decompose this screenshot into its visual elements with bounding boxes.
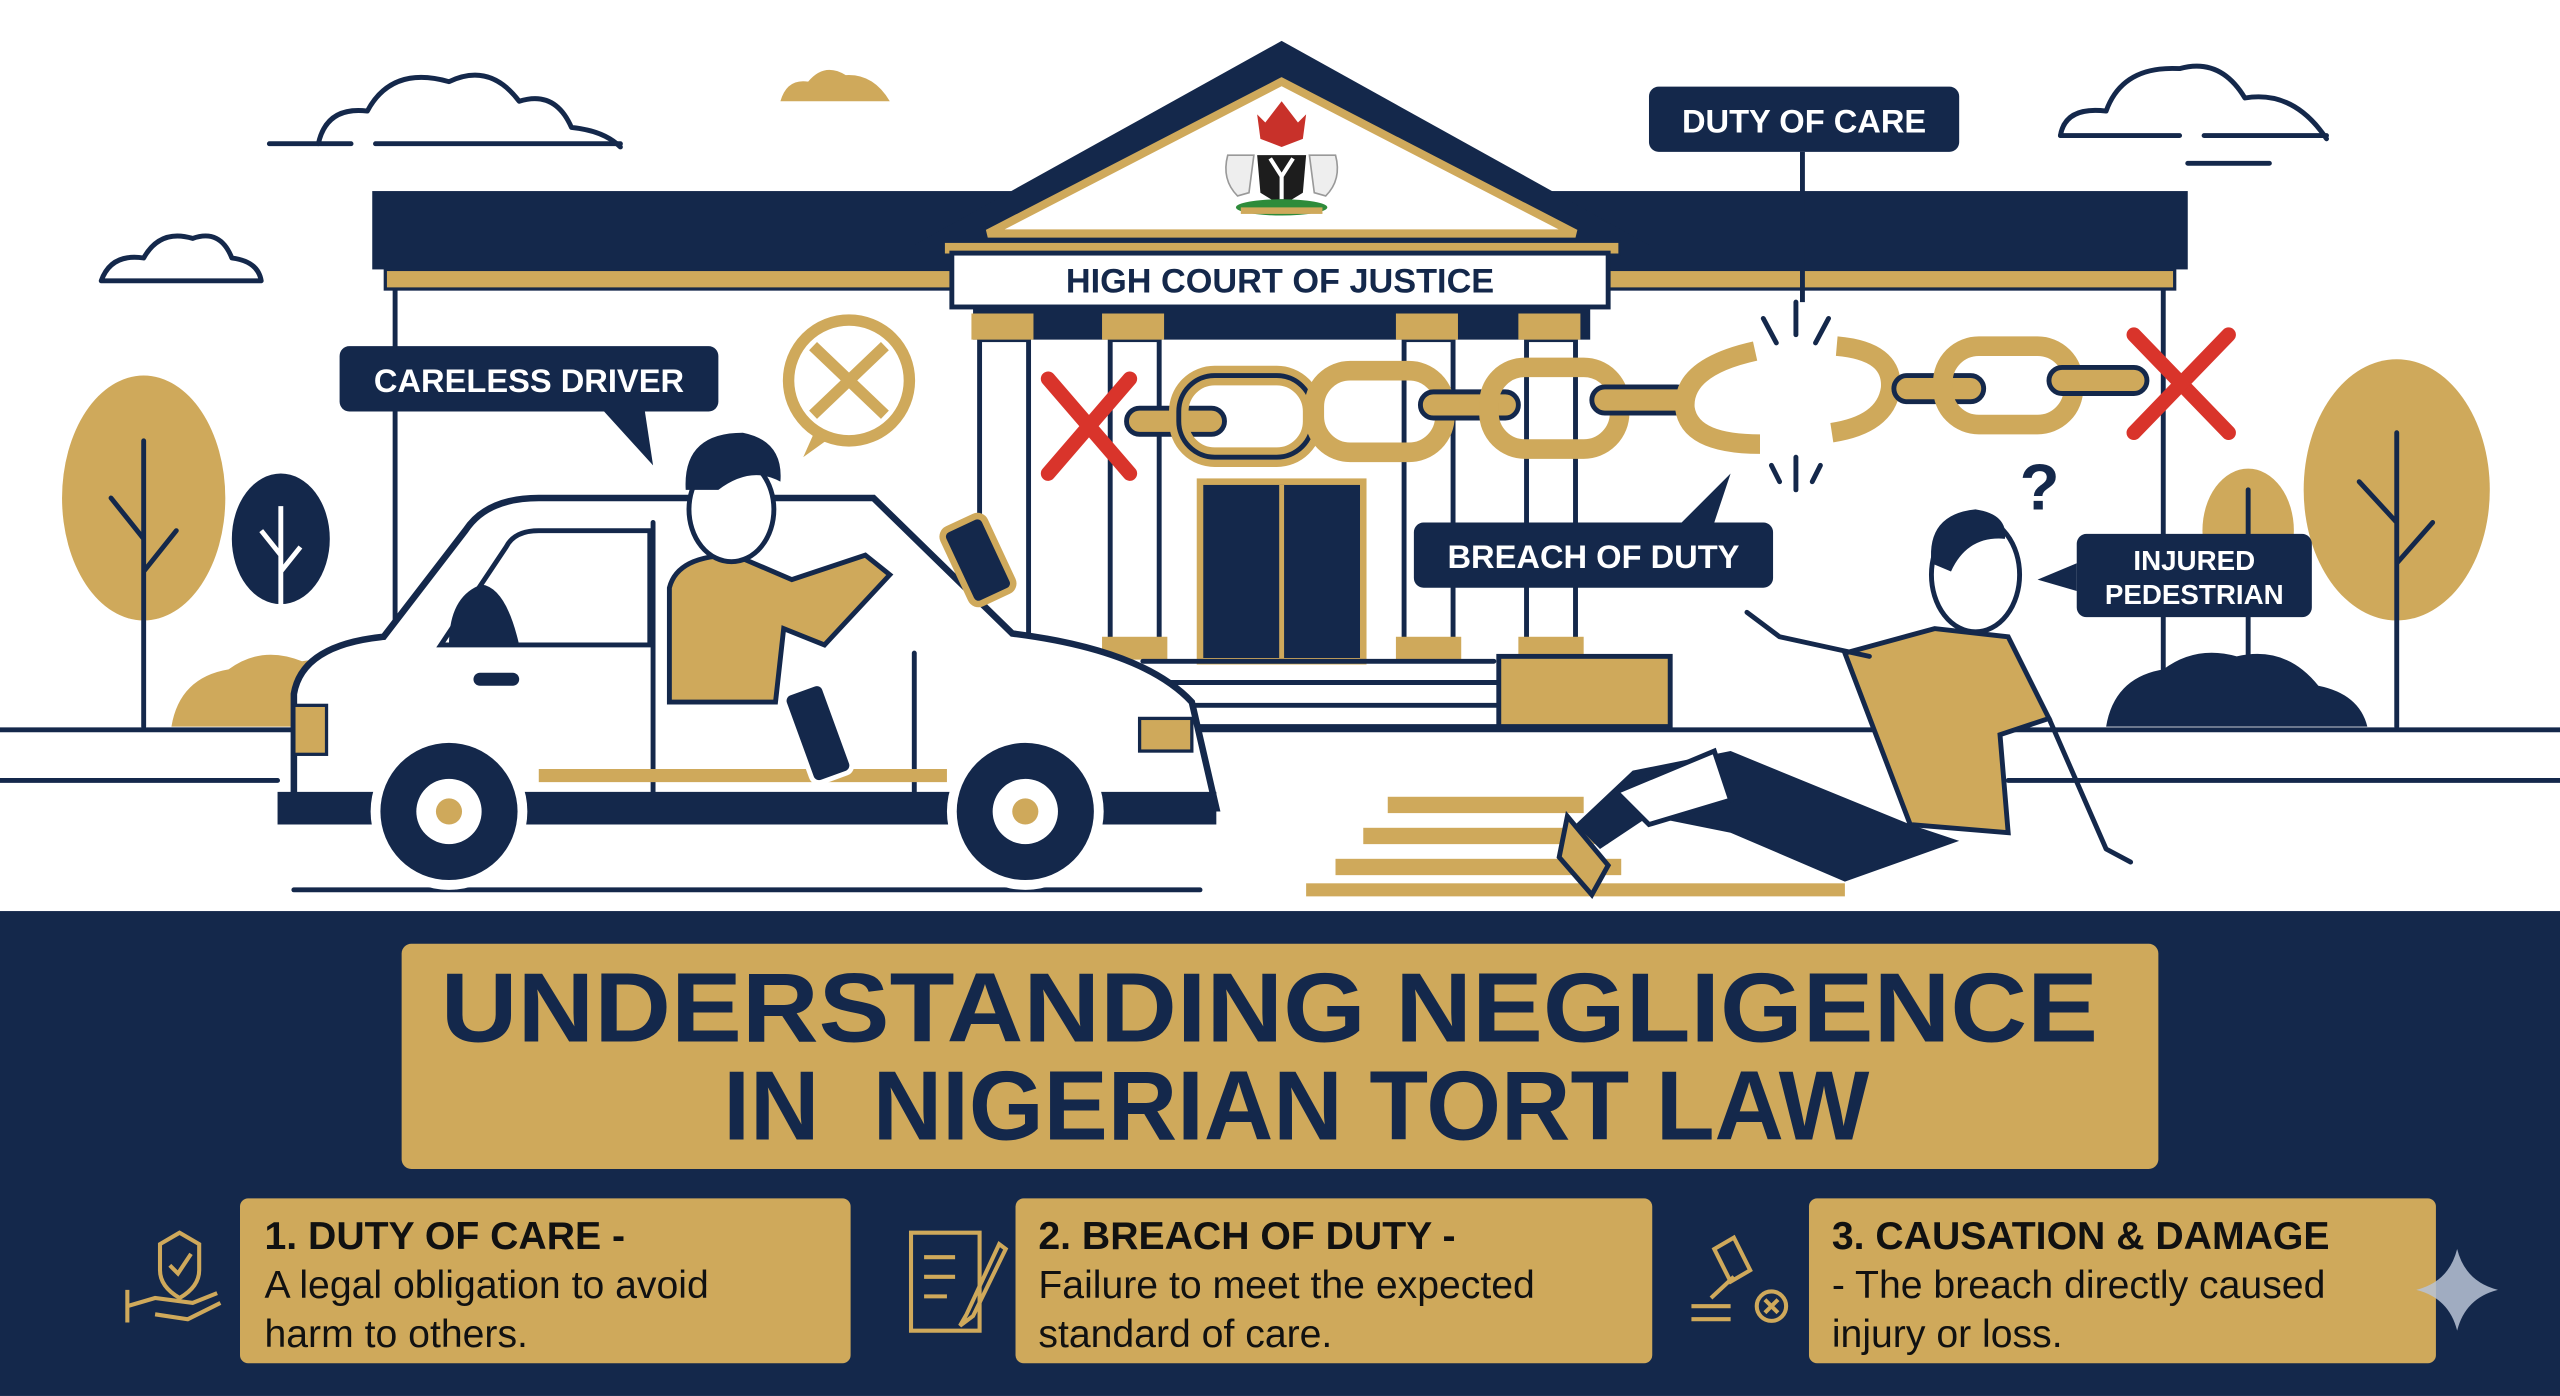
court-sign: HIGH COURT OF JUSTICE	[1066, 262, 1494, 300]
card-duty-of-care: 1. DUTY OF CARE - A legal obligation to …	[125, 1198, 851, 1364]
document-pen-icon	[908, 1230, 1009, 1333]
cloud-icon	[780, 69, 890, 102]
title-line-2: IN NIGERIAN TORT LAW	[723, 1051, 1870, 1161]
label-careless-driver: CARELESS DRIVER	[339, 346, 719, 466]
svg-text:standard of care.: standard of care.	[1038, 1313, 1332, 1356]
label-injured-pedestrian: INJURED PEDESTRIAN	[2037, 533, 2312, 618]
break-burst	[1760, 299, 1832, 493]
red-x-icon	[2126, 327, 2236, 441]
injured-pedestrian-figure: ?	[1556, 450, 2134, 899]
question-mark-icon: ?	[2020, 450, 2060, 523]
svg-text:INJURED: INJURED	[2133, 545, 2255, 576]
cloud-icon	[266, 72, 623, 150]
title-line-1: UNDERSTANDING NEGLIGENCE	[441, 953, 2098, 1063]
svg-text:- The breach directly caused: - The breach directly caused	[1832, 1264, 2326, 1307]
courthouse: HIGH COURT OF JUSTICE	[372, 40, 2188, 730]
svg-text:DUTY OF CARE: DUTY OF CARE	[1682, 102, 1926, 139]
columns	[971, 313, 1584, 660]
svg-text:CARELESS DRIVER: CARELESS DRIVER	[374, 362, 684, 399]
cloud-icon	[98, 233, 264, 284]
gavel-x-icon	[1691, 1234, 1789, 1323]
svg-text:BREACH OF DUTY: BREACH OF DUTY	[1447, 538, 1739, 575]
svg-text:Failure to meet the expected: Failure to meet the expected	[1038, 1264, 1534, 1307]
crosswalk	[1306, 796, 1845, 897]
coat-of-arms-emblem	[1225, 101, 1339, 216]
cloud-icon	[2057, 63, 2329, 166]
card-causation-damage: 3. CAUSATION & DAMAGE - The breach direc…	[1691, 1198, 2436, 1364]
label-breach-of-duty: BREACH OF DUTY	[1413, 473, 1774, 588]
hand-shield-check-icon	[125, 1230, 222, 1323]
card-breach-of-duty: 2. BREACH OF DUTY - Failure to meet the …	[908, 1198, 1653, 1364]
title-banner: UNDERSTANDING NEGLIGENCE IN NIGERIAN TOR…	[401, 943, 2159, 1170]
svg-text:1. DUTY OF CARE -: 1. DUTY OF CARE -	[264, 1215, 625, 1258]
svg-text:injury or loss.: injury or loss.	[1832, 1313, 2063, 1356]
sparkle-icon	[2416, 1249, 2498, 1331]
tree-icon	[62, 375, 352, 730]
svg-text:PEDESTRIAN: PEDESTRIAN	[2105, 579, 2284, 610]
broken-chain	[1124, 336, 2150, 467]
svg-text:3. CAUSATION & DAMAGE: 3. CAUSATION & DAMAGE	[1832, 1215, 2330, 1258]
careless-driver-figure	[666, 314, 1017, 786]
red-x-icon	[1040, 371, 1138, 481]
svg-text:2. BREACH OF DUTY -: 2. BREACH OF DUTY -	[1038, 1215, 1455, 1258]
svg-text:harm to others.: harm to others.	[264, 1313, 527, 1356]
label-duty-of-care: DUTY OF CARE	[1648, 86, 1960, 303]
svg-text:A legal obligation to avoid: A legal obligation to avoid	[264, 1264, 708, 1307]
